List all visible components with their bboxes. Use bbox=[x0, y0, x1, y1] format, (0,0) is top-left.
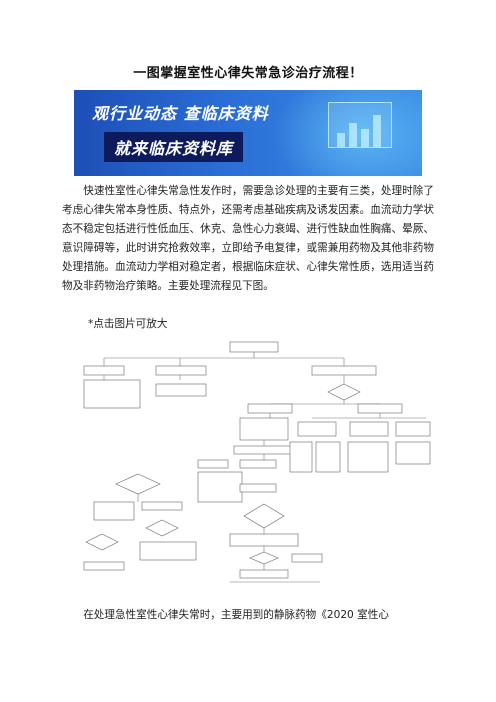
flow-node bbox=[141, 501, 183, 511]
flow-decision bbox=[327, 383, 361, 401]
flow-node bbox=[315, 441, 341, 473]
flow-node bbox=[229, 341, 279, 353]
flow-node bbox=[239, 483, 277, 493]
flow-node bbox=[395, 421, 431, 437]
flow-node bbox=[197, 459, 229, 469]
banner-bar bbox=[361, 129, 369, 147]
banner-bar bbox=[373, 115, 381, 147]
flow-node bbox=[297, 421, 337, 437]
flow-node bbox=[155, 383, 207, 397]
flow-node bbox=[239, 417, 289, 441]
flow-node bbox=[229, 533, 299, 547]
banner-subheadline: 就来临床资料库 bbox=[104, 132, 244, 162]
flowchart-image[interactable] bbox=[80, 338, 432, 586]
flow-node bbox=[83, 379, 141, 409]
banner-image[interactable]: 观行业动态 查临床资料 就来临床资料库 bbox=[74, 90, 422, 176]
flow-node bbox=[289, 441, 313, 473]
banner-headline: 观行业动态 查临床资料 bbox=[92, 104, 269, 123]
flow-node bbox=[349, 421, 389, 437]
banner-glow bbox=[272, 90, 422, 176]
following-paragraph: 在处理急性室性心律失常时，主要用到的静脉药物《2020 室性心 bbox=[83, 609, 389, 621]
flow-node bbox=[291, 553, 323, 563]
banner-screen-graphic bbox=[328, 102, 392, 148]
flow-node bbox=[83, 365, 125, 376]
flow-node bbox=[247, 403, 293, 414]
flow-node bbox=[347, 441, 389, 473]
flowchart-graphic bbox=[83, 341, 431, 583]
flow-decision bbox=[145, 519, 179, 537]
document-title: 一图掌握室性心律失常急诊治疗流程！ bbox=[133, 66, 363, 81]
flow-decision bbox=[243, 503, 285, 529]
flow-node bbox=[93, 501, 135, 521]
flow-decision bbox=[115, 473, 161, 495]
flow-node bbox=[311, 365, 377, 376]
flow-node bbox=[83, 561, 125, 571]
image-zoom-hint: *点击图片可放大 bbox=[88, 318, 168, 330]
flow-node bbox=[239, 569, 289, 579]
flow-node bbox=[197, 471, 243, 503]
flow-node bbox=[139, 541, 197, 561]
banner-bar bbox=[349, 123, 357, 147]
flow-node bbox=[239, 459, 277, 469]
flow-node bbox=[155, 365, 207, 376]
flow-node bbox=[233, 445, 299, 455]
flow-decision bbox=[85, 533, 119, 551]
flow-decision bbox=[249, 551, 279, 565]
flow-node bbox=[357, 403, 403, 414]
intro-paragraph: 快速性室性心律失常急性发作时，需要急诊处理的主要有三类，处理时除了考虑心律失常本… bbox=[62, 185, 434, 292]
banner-bar bbox=[337, 133, 345, 147]
flow-node bbox=[395, 441, 431, 465]
